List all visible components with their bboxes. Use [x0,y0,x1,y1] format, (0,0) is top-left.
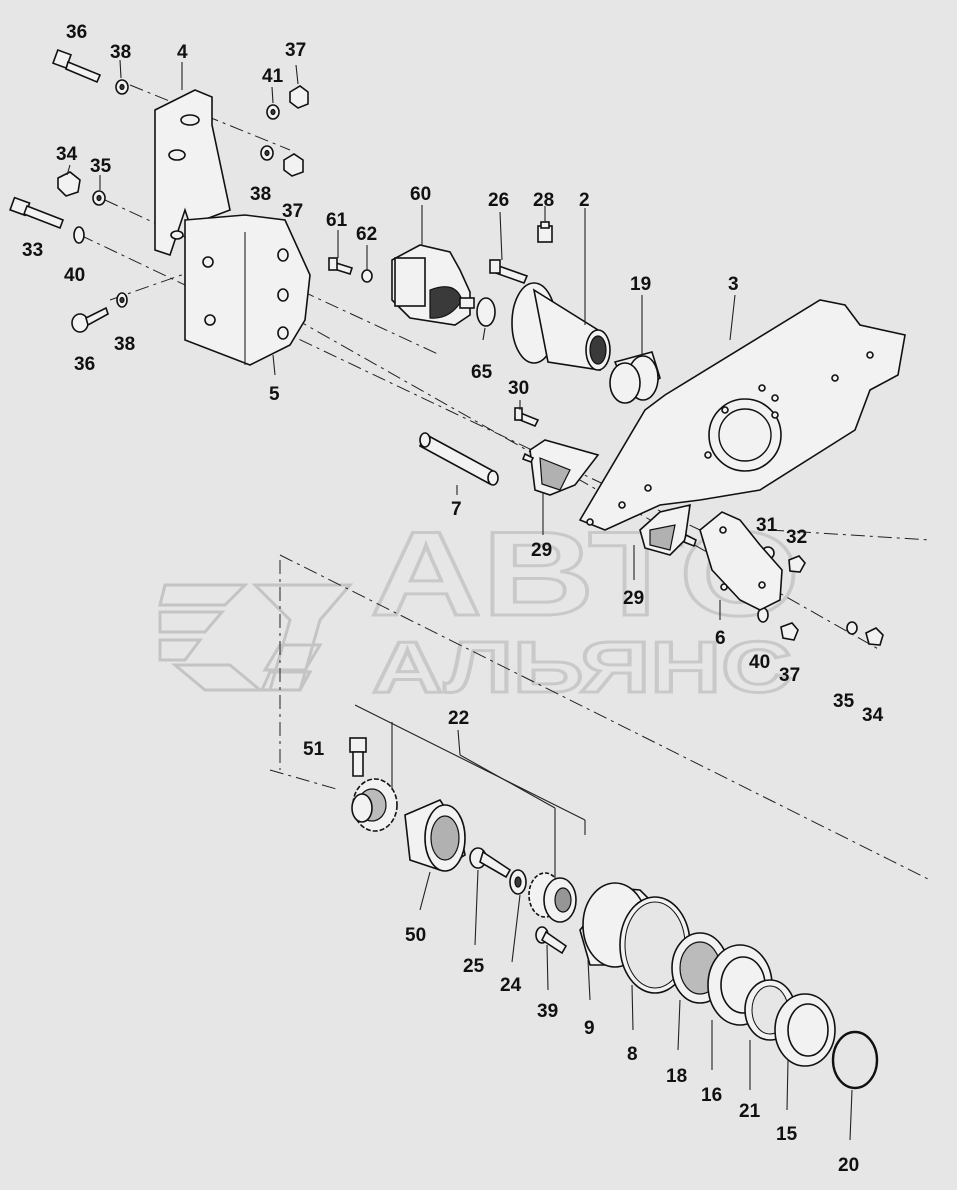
bolt-25 [469,847,512,879]
label-16: 16 [701,1085,722,1106]
damper-part-29-left [521,439,600,496]
label-38-mid: 38 [250,184,271,205]
washer-41 [266,104,280,120]
label-40-right: 40 [749,652,770,673]
washer-35-right [846,621,858,635]
label-28: 28 [533,190,554,211]
hydraulic-motor-part-60 [391,244,496,327]
label-32: 32 [786,527,807,548]
label-9: 9 [584,1018,595,1039]
bearing-part-15 [774,993,836,1067]
label-2: 2 [579,190,590,211]
label-34-right: 34 [862,705,884,726]
nut-34 [57,171,81,197]
bolt-30 [513,407,540,428]
label-5: 5 [269,384,280,405]
nut-37-top [289,85,309,109]
label-15: 15 [776,1124,798,1145]
leader-lines [66,59,853,1141]
label-65: 65 [471,362,493,383]
fasteners [9,49,884,955]
label-6: 6 [715,628,726,649]
label-22: 22 [448,708,469,729]
bolt-33 [9,196,65,230]
cover-plate-part-6 [699,511,783,611]
label-19: 19 [630,274,651,295]
nut-37-mid [283,153,304,177]
coupling-part-50 [404,799,466,872]
housing-part-2 [511,282,611,371]
label-7: 7 [451,499,462,520]
label-34: 34 [56,144,78,165]
label-26: 26 [488,190,509,211]
sleeve-part-19 [609,351,661,404]
label-37-mid: 37 [282,201,303,222]
label-35: 35 [90,156,112,177]
label-36-bottom: 36 [74,354,95,375]
label-31: 31 [756,515,778,536]
label-50: 50 [405,925,426,946]
label-35-right: 35 [833,691,855,712]
nut-32 [788,555,806,573]
bolt-36-bottom [71,306,109,333]
label-30: 30 [508,378,529,399]
watermark-logo-icon [158,583,354,692]
label-29-right: 29 [623,588,644,609]
mounting-plate-part-3 [578,299,906,531]
label-61: 61 [326,210,348,231]
watermark-line2: АЛЬЯНС [372,628,792,708]
bolt-39 [535,926,568,955]
bolt-26 [489,259,529,285]
label-60: 60 [410,184,431,205]
label-38-top: 38 [110,42,131,63]
label-37-top: 37 [285,40,306,61]
circlip-part-20 [831,1030,879,1090]
washer-38-mid [260,145,274,161]
label-20: 20 [838,1155,859,1176]
washer-38-top [115,79,129,95]
label-38-bottom: 38 [114,334,135,355]
label-62: 62 [356,224,377,245]
fitting-28 [537,221,553,243]
label-33: 33 [22,240,43,261]
label-51: 51 [303,739,325,760]
nut-34-right [865,627,884,646]
bolt-36-top [52,49,102,84]
gear-part-22-right [528,872,577,923]
washer-62 [361,269,373,283]
label-36-top: 36 [66,22,87,43]
bolt-51 [349,737,367,777]
washer-35 [92,190,106,206]
gear-part-22-left [351,778,398,832]
part-number-labels: 36 38 4 41 37 34 35 38 37 60 26 28 2 33 … [22,22,884,1176]
label-3: 3 [728,274,739,295]
damper-part-29-right [639,503,697,556]
label-29-left: 29 [531,540,552,561]
label-8: 8 [627,1044,638,1065]
bracket-part-5 [184,214,311,366]
label-39: 39 [537,1001,558,1022]
washer-40 [73,226,85,244]
label-21: 21 [739,1101,761,1122]
washer-24 [509,869,527,895]
label-40: 40 [64,265,85,286]
label-37-right: 37 [779,665,800,686]
label-18: 18 [666,1066,687,1087]
label-24: 24 [500,975,522,996]
label-4: 4 [177,42,188,63]
nut-37-right [780,622,799,641]
pin-part-7 [418,432,499,486]
bolt-61 [328,257,354,275]
label-25: 25 [463,956,485,977]
label-41: 41 [262,66,284,87]
washer-38-bottom [116,292,128,308]
